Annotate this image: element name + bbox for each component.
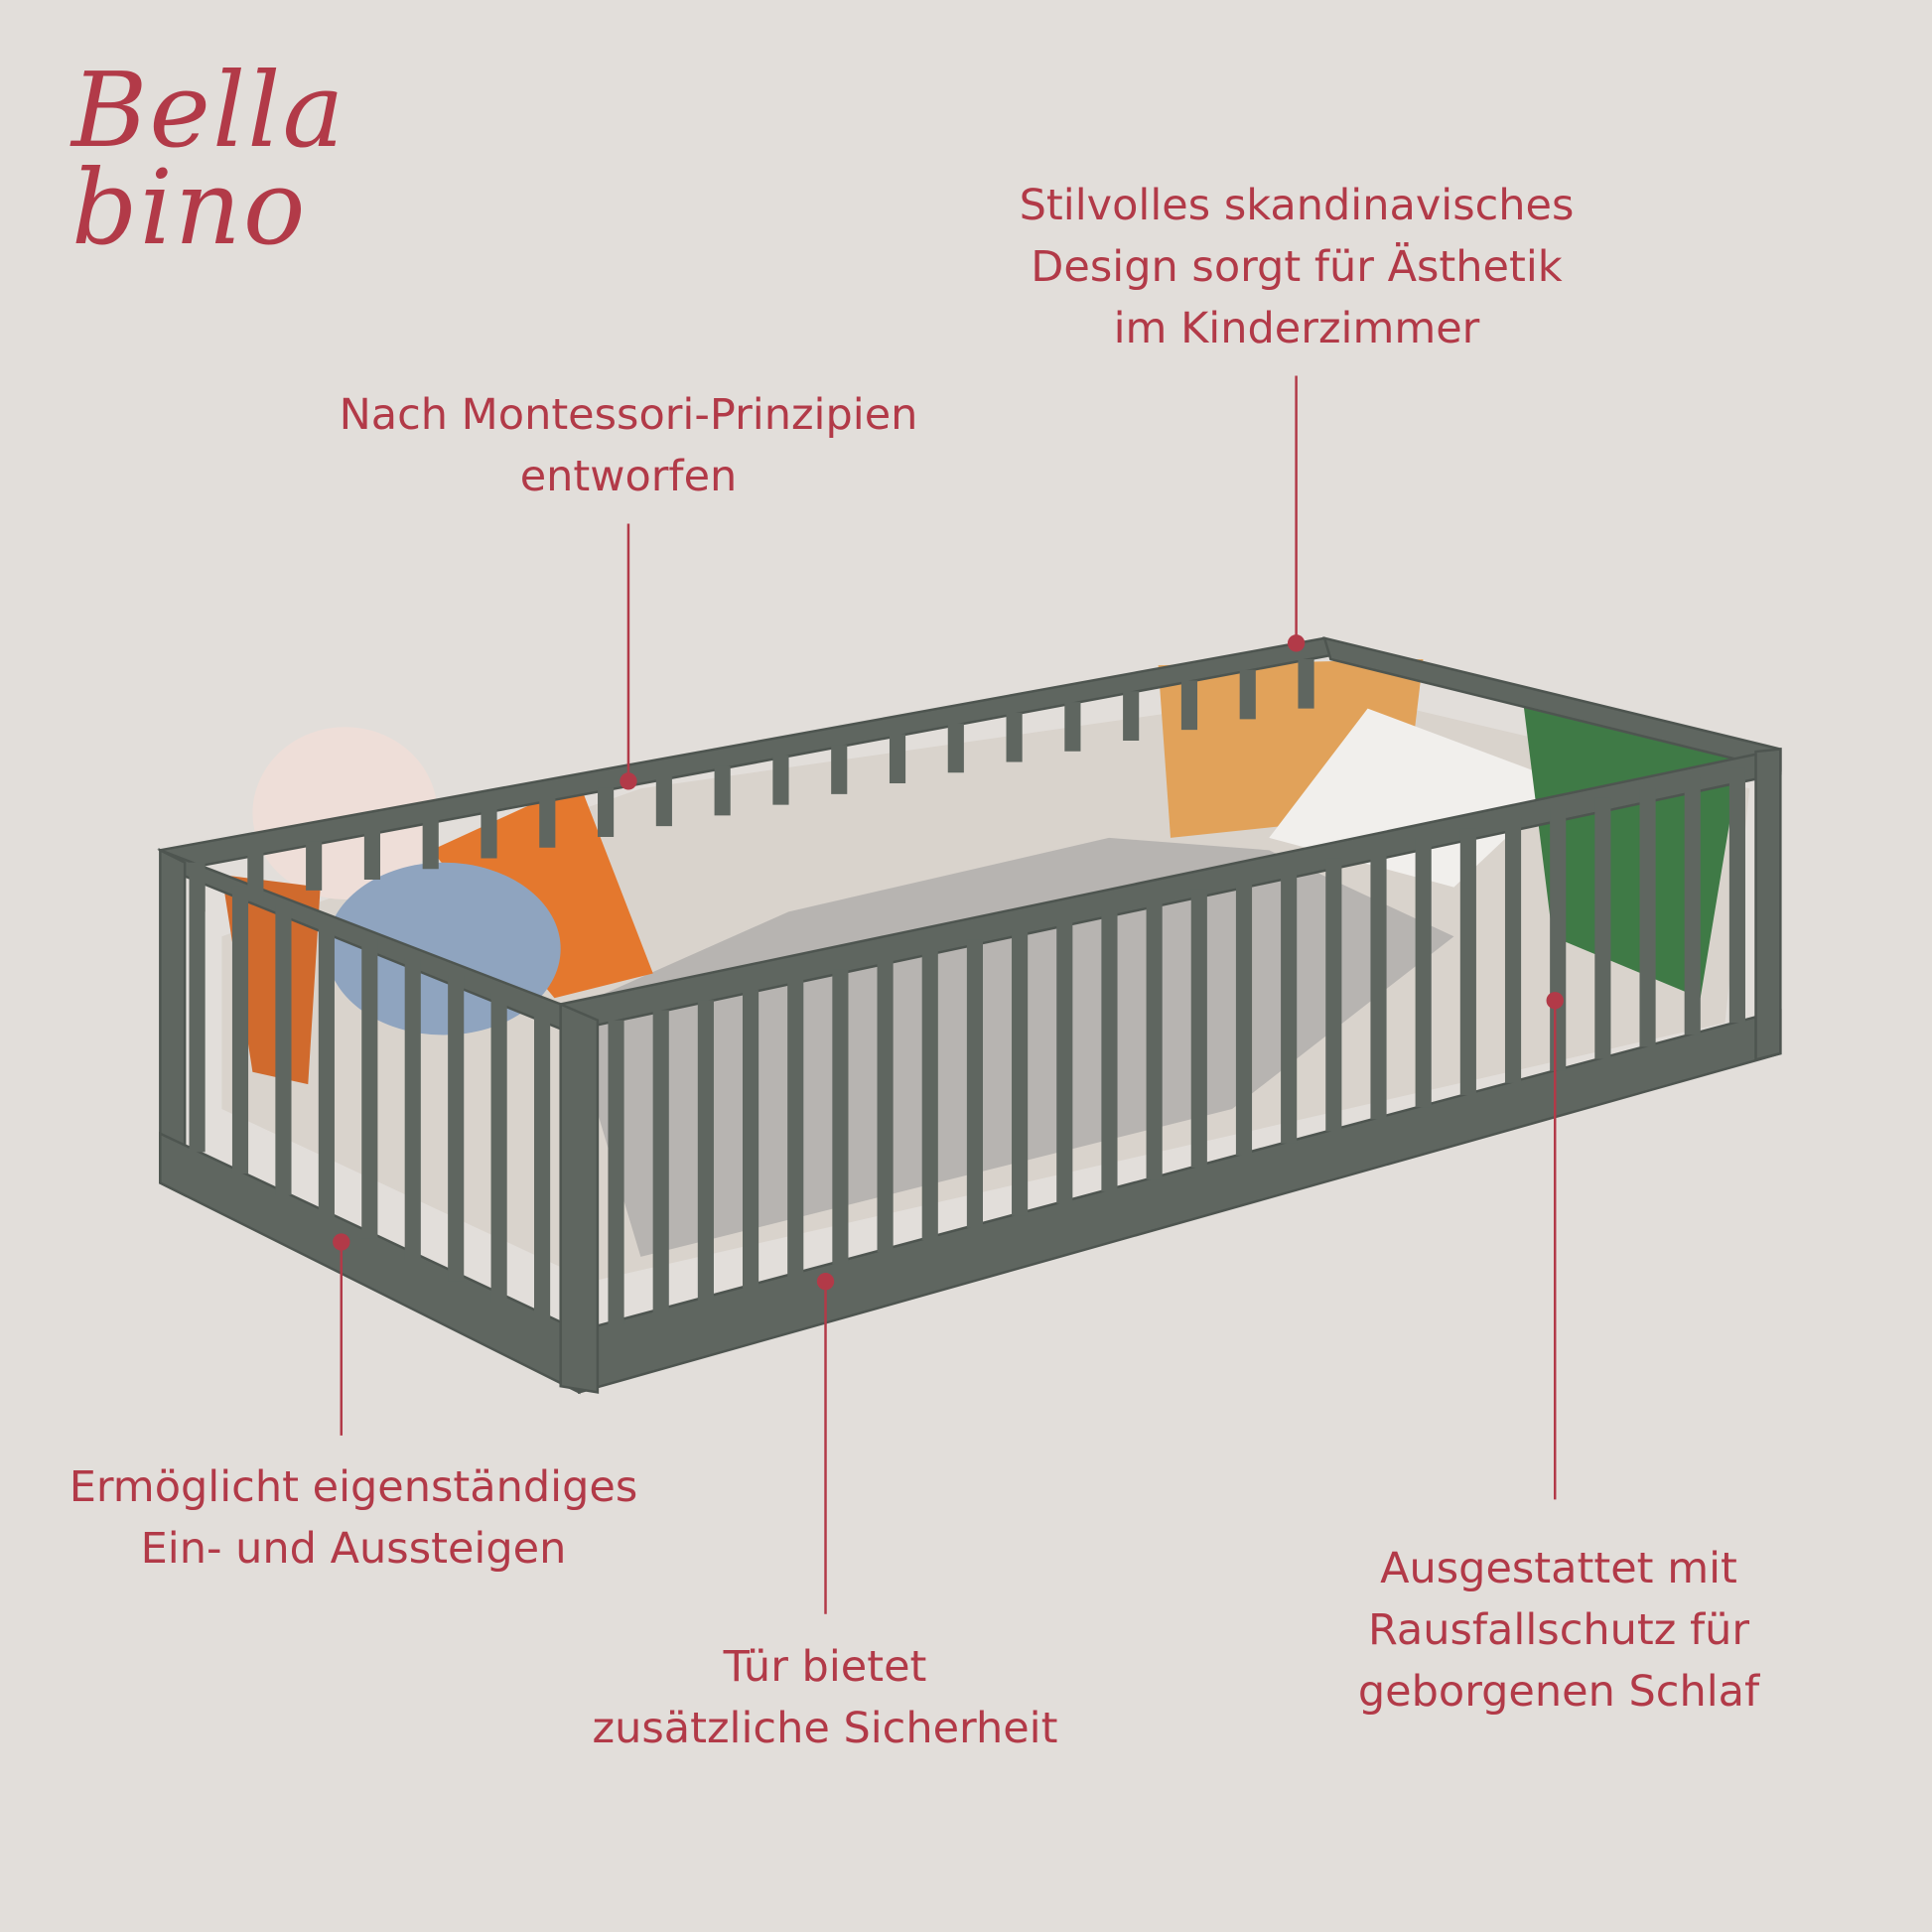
bed-slats bbox=[189, 658, 1745, 1325]
callout-line: geborgenen Schlaf bbox=[1357, 1667, 1760, 1717]
callout-line: im Kinderzimmer bbox=[1113, 304, 1480, 353]
callout-line: Design sorgt für Ästhetik bbox=[1031, 242, 1563, 292]
callout-dots bbox=[333, 634, 1564, 1291]
callout-line: Stilvolles skandinavisches bbox=[1019, 181, 1575, 230]
callout-line: Ausgestattet mit bbox=[1380, 1544, 1737, 1593]
callout-line: entworfen bbox=[519, 452, 738, 501]
callout-line: Nach Montessori-Prinzipien bbox=[339, 390, 918, 440]
callout-line: Ermöglicht eigenständiges bbox=[69, 1462, 638, 1512]
bellabino-logo: Bella bino bbox=[71, 50, 346, 268]
callout-lines bbox=[340, 375, 1557, 1614]
callout-independent: Ermöglicht eigenständiges Ein- und Ausst… bbox=[69, 1456, 638, 1580]
callout-line: Ein- und Aussteigen bbox=[140, 1524, 567, 1574]
callout-design: Stilvolles skandinavisches Design sorgt … bbox=[1020, 175, 1575, 359]
callout-fall-protection: Ausgestattet mit Rausfallschutz für gebo… bbox=[1358, 1538, 1759, 1723]
callout-line: zusätzliche Sicherheit bbox=[592, 1704, 1058, 1753]
callout-door: Tür bietet zusätzliche Sicherheit bbox=[593, 1636, 1058, 1759]
callout-montessori: Nach Montessori-Prinzipien entworfen bbox=[340, 384, 918, 507]
callout-line: Rausfallschutz für bbox=[1367, 1605, 1750, 1655]
callout-line: Tür bietet bbox=[723, 1642, 927, 1692]
